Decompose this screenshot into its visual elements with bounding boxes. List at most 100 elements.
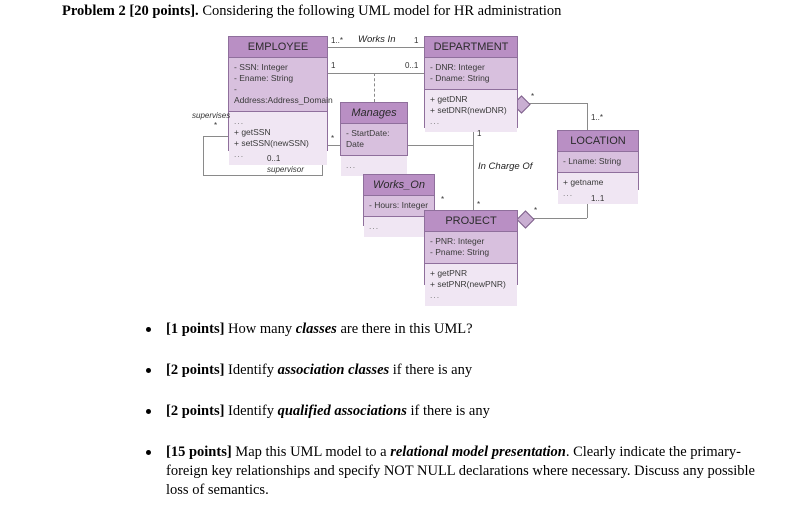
operation: + getPNR <box>430 268 468 278</box>
multiplicity-location-top: 1..* <box>591 113 604 122</box>
question-points: [15 points] <box>166 444 232 460</box>
class-attributes-department: - DNR: Integer - Dname: String <box>425 58 517 90</box>
compartment-ellipsis-top: ... <box>234 116 245 126</box>
question-pre: Identify <box>224 403 278 419</box>
uml-class-works-on[interactable]: Works_On - Hours: Integer ... <box>363 174 435 237</box>
uml-class-department[interactable]: DEPARTMENT - DNR: Integer - Dname: Strin… <box>424 36 518 132</box>
multiplicity-manages-left: 1 <box>331 61 336 70</box>
multiplicity-works-on-project: * <box>441 195 445 204</box>
class-attributes-employee: - SSN: Integer - Ename: String - Address… <box>229 58 333 112</box>
list-item: [1 points] How many classes are there in… <box>138 320 778 339</box>
list-item: [15 points] Map this UML model to a rela… <box>138 443 778 500</box>
question-emphasis: association classes <box>277 362 390 378</box>
question-emphasis: classes <box>295 321 337 337</box>
question-points: [2 points] <box>166 403 225 419</box>
question-points: [2 points] <box>166 362 225 378</box>
list-item: [2 points] Identify association classes … <box>138 361 778 380</box>
attribute: - Lname: String <box>563 156 622 166</box>
class-name-department: DEPARTMENT <box>425 37 517 58</box>
list-item: [2 points] Identify qualified associatio… <box>138 402 778 421</box>
uml-class-manages[interactable]: Manages - StartDate: Date ... <box>340 102 408 176</box>
multiplicity-works-in-right: 1 <box>414 36 419 45</box>
attribute: - Address:Address_Domain <box>234 84 333 105</box>
connector-location-project-v <box>587 190 588 218</box>
association-label-supervises: supervises <box>192 111 231 120</box>
multiplicity-supervises-star: * <box>214 121 218 130</box>
attribute: - DNR: Integer <box>430 62 485 72</box>
association-label-works-in: Works In <box>358 34 396 45</box>
multiplicity-works-on-employee: * <box>331 134 335 143</box>
aggregation-diamond-project <box>516 210 535 229</box>
question-points: [1 points] <box>166 321 225 337</box>
uml-class-employee[interactable]: EMPLOYEE - SSN: Integer - Ename: String … <box>228 36 333 165</box>
class-attributes-location: - Lname: String <box>558 152 638 173</box>
compartment-ellipsis: ... <box>563 188 574 198</box>
operation: + setPNR(newPNR) <box>430 279 506 289</box>
connector-dept-location-h <box>521 103 587 104</box>
operation: + setDNR(newDNR) <box>430 105 507 115</box>
class-attributes-works-on: - Hours: Integer <box>364 196 434 217</box>
question-emphasis: relational model presentation <box>390 444 566 460</box>
bullet-icon <box>146 327 151 332</box>
question-post: . Clearly indicate the primary-foreign k… <box>166 444 741 479</box>
class-operations-employee: ... + getSSN + setSSN(newSSN) ... <box>229 112 327 165</box>
role-label-supervisor: supervisor <box>267 165 304 174</box>
association-label-in-charge-of: In Charge Of <box>478 161 533 172</box>
question-emphasis: qualified associations <box>277 403 407 419</box>
multiplicity-project-location: * <box>534 206 538 215</box>
connector-works-in <box>328 47 425 48</box>
problem-label: Problem 2 [20 points]. <box>62 3 199 19</box>
page-title: Problem 2 [20 points]. Considering the f… <box>62 2 762 20</box>
class-name-employee: EMPLOYEE <box>229 37 327 58</box>
uml-class-location[interactable]: LOCATION - Lname: String + getname ... <box>557 130 639 204</box>
attribute: - Pname: String <box>430 247 490 257</box>
multiplicity-in-charge-top: 1 <box>477 129 482 138</box>
question-post: if there is any <box>406 403 490 419</box>
multiplicity-in-charge-bottom: * <box>477 200 481 209</box>
multiplicity-department-location: * <box>531 92 535 101</box>
attribute: - SSN: Integer <box>234 62 288 72</box>
operation: + setSSN(newSSN) <box>234 138 309 148</box>
attribute: - Ename: String <box>234 73 294 83</box>
question-tail: Discuss any possible loss of semantics. <box>166 463 755 498</box>
attribute: - Hours: Integer <box>369 200 429 210</box>
operation: + getDNR <box>430 94 468 104</box>
attribute: - PNR: Integer <box>430 236 485 246</box>
compartment-ellipsis: ... <box>430 116 441 126</box>
class-name-location: LOCATION <box>558 131 638 152</box>
operation: + getname <box>563 177 604 187</box>
connector-in-charge-of <box>473 128 474 212</box>
class-operations-department: + getDNR + setDNR(newDNR) ... <box>425 90 517 132</box>
class-name-works-on: Works_On <box>364 175 434 196</box>
attribute: - Dname: String <box>430 73 490 83</box>
class-name-project: PROJECT <box>425 211 517 232</box>
bullet-icon <box>146 450 151 455</box>
bullet-icon <box>146 368 151 373</box>
connector-manages-dashed <box>374 73 375 102</box>
compartment-ellipsis: ... <box>430 290 441 300</box>
question-pre: How many <box>224 321 296 337</box>
compartment-ellipsis: ... <box>369 221 380 231</box>
question-pre: Identify <box>224 362 278 378</box>
connector-dept-location-v <box>587 103 588 133</box>
class-operations-manages: ... <box>341 156 407 176</box>
class-attributes-manages: - StartDate: Date <box>341 124 407 156</box>
multiplicity-manages-right: 0..1 <box>405 61 419 70</box>
question-post: are there in this UML? <box>336 321 473 337</box>
compartment-ellipsis: ... <box>234 149 245 159</box>
connector-manages <box>328 73 425 74</box>
connector-location-project-h <box>525 218 587 219</box>
bullet-icon <box>146 409 151 414</box>
uml-diagram: EMPLOYEE - SSN: Integer - Ename: String … <box>0 30 806 306</box>
question-post: if there is any <box>389 362 473 378</box>
question-list: [1 points] How many classes are there in… <box>138 320 778 500</box>
class-operations-project: + getPNR + setPNR(newPNR) ... <box>425 264 517 306</box>
compartment-ellipsis: ... <box>346 160 357 170</box>
multiplicity-location-bottom: 1..1 <box>591 194 605 203</box>
class-attributes-project: - PNR: Integer - Pname: String <box>425 232 517 264</box>
multiplicity-works-in-left: 1..* <box>331 36 344 45</box>
multiplicity-supervisor: 0..1 <box>267 154 281 163</box>
uml-class-project[interactable]: PROJECT - PNR: Integer - Pname: String +… <box>424 210 518 306</box>
attribute: - StartDate: Date <box>346 128 390 149</box>
